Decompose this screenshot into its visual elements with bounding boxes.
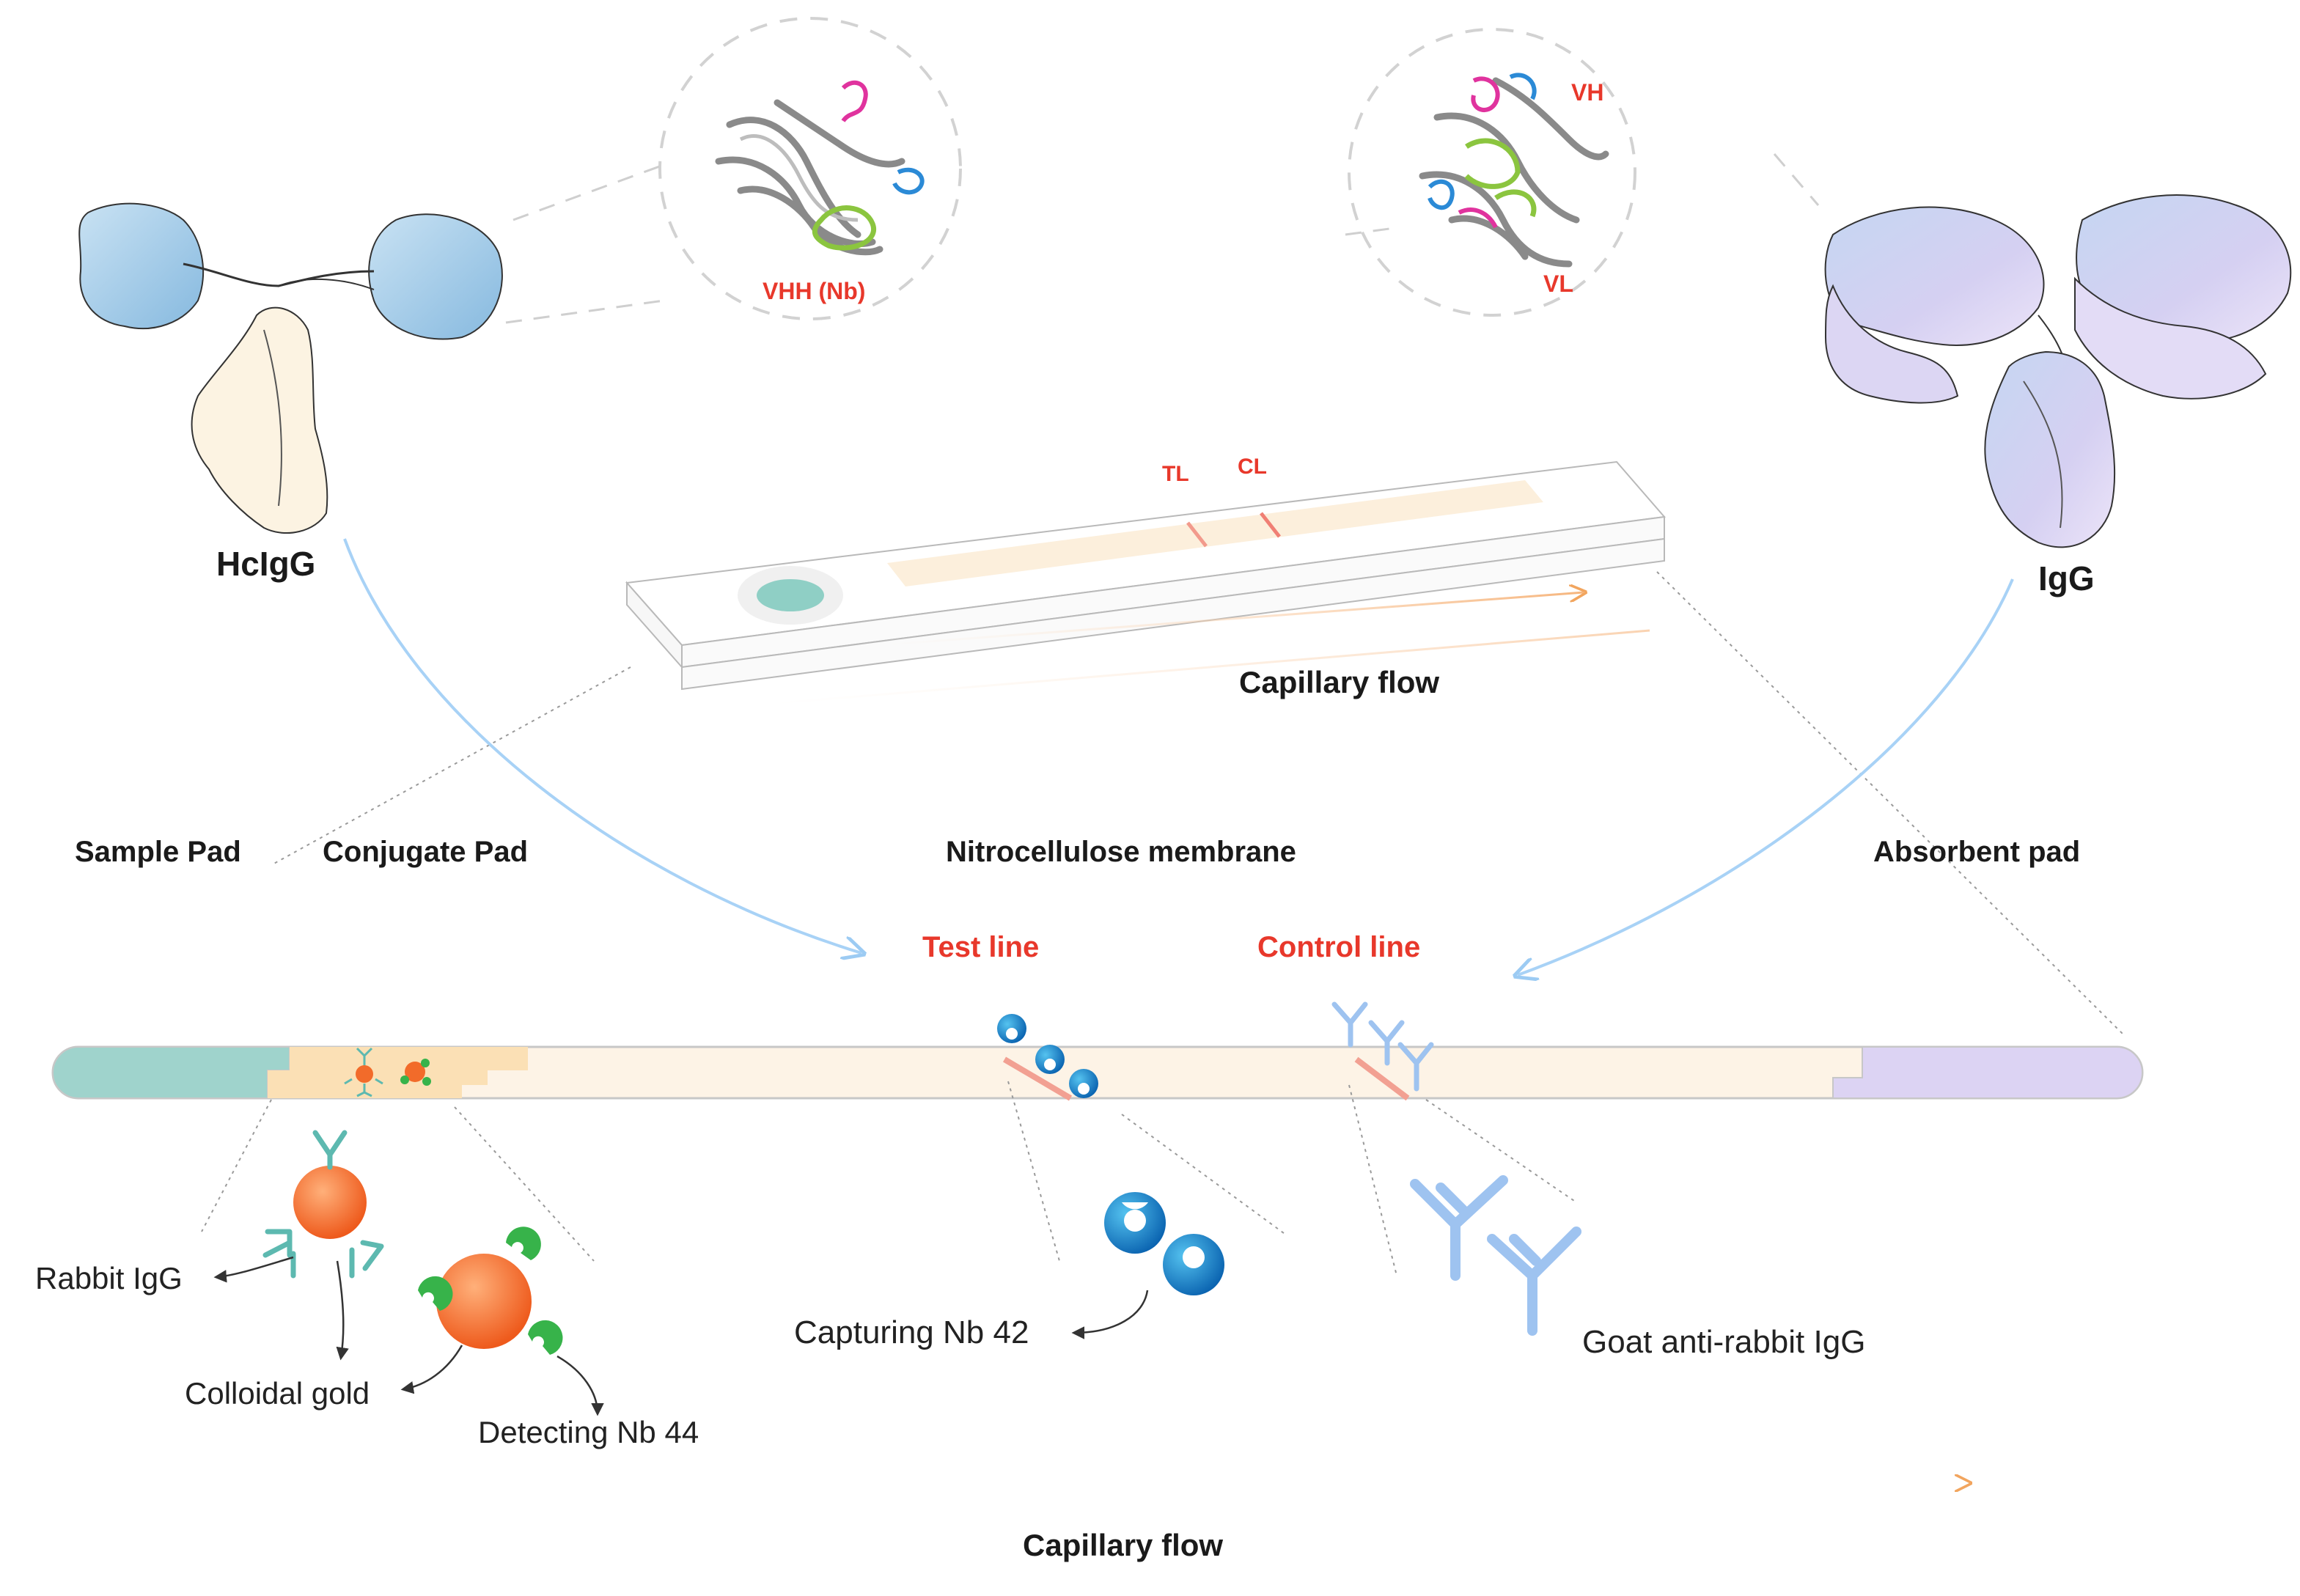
vhh-structure-icon <box>658 17 962 320</box>
test-line-label: Test line <box>922 931 1039 963</box>
capillary-flow-top-label: Capillary flow <box>1239 665 1439 699</box>
capillary-flow-bottom-label: Capillary flow <box>1023 1528 1223 1562</box>
flat-strip <box>51 1045 2144 1101</box>
igg-arrow <box>1518 578 2014 975</box>
rabbit-igg-label: Rabbit IgG <box>35 1261 183 1295</box>
detecting-nb-label: Detecting Nb 44 <box>478 1415 699 1449</box>
goat-anti-label: Goat anti-rabbit IgG <box>1582 1324 1865 1360</box>
hcigg-label: HcIgG <box>216 545 315 583</box>
rabbit-igg-arrow <box>213 1256 294 1283</box>
nanobody-icon <box>997 1014 1098 1098</box>
vhh-label: VHH (Nb) <box>763 278 865 304</box>
vh-label: VH <box>1571 79 1603 106</box>
gold-nanoparticle-icon <box>344 1047 431 1097</box>
zoom-line <box>1121 1114 1287 1236</box>
vh-vl-structure-icon <box>1348 28 1636 317</box>
absorbent-pad-label: Absorbent pad <box>1873 836 2080 868</box>
detecting-nb-arrow <box>556 1355 604 1416</box>
colloidal-gold-arrow <box>336 1260 349 1361</box>
tl-label: TL <box>1162 462 1189 486</box>
colloidal-gold-arrow-2 <box>400 1345 463 1394</box>
lateral-flow-strip-icon <box>625 460 1666 705</box>
gold-nanoparticle-icon <box>262 1130 384 1279</box>
igg-antibody-icon <box>1824 194 2292 548</box>
zoom-line <box>1007 1081 1060 1262</box>
igg-label: IgG <box>2038 559 2095 597</box>
zoom-line <box>271 666 631 866</box>
capturing-nb-arrow <box>1071 1290 1149 1339</box>
gold-nanoparticle-icon <box>418 1227 563 1355</box>
control-line-label: Control line <box>1257 931 1420 963</box>
zoom-line <box>512 163 664 221</box>
zoom-line <box>505 299 664 324</box>
hcigg-antibody-icon <box>78 202 503 534</box>
conjugate-pad-label: Conjugate Pad <box>323 836 528 868</box>
nitrocellulose-label: Nitrocellulose membrane <box>946 836 1296 868</box>
zoom-line <box>1425 1099 1577 1203</box>
zoom-line <box>1773 153 1820 206</box>
zoom-line <box>1345 226 1401 236</box>
capturing-nb-label: Capturing Nb 42 <box>794 1314 1029 1350</box>
zoom-line <box>1656 571 2123 1034</box>
hcigg-arrow <box>343 538 861 953</box>
goat-igg-icon <box>1331 1001 1434 1092</box>
zoom-line <box>201 1099 272 1232</box>
vl-label: VL <box>1543 271 1573 297</box>
cl-label: CL <box>1238 455 1267 479</box>
colloidal-gold-label: Colloidal gold <box>185 1376 370 1411</box>
nanobody-icon <box>1104 1192 1224 1295</box>
goat-igg-icon <box>1410 1175 1581 1336</box>
zoom-line <box>1348 1084 1397 1276</box>
zoom-line <box>454 1106 595 1262</box>
sample-pad-label: Sample Pad <box>75 836 241 868</box>
